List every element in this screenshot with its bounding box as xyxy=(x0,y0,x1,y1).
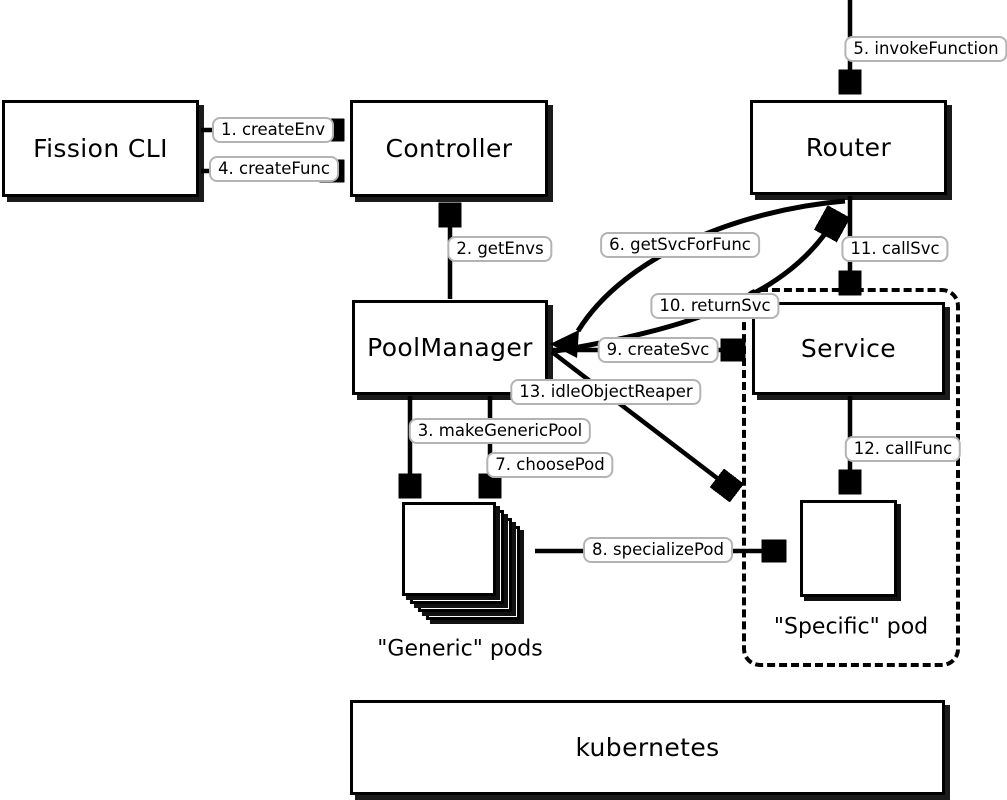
edge-label-specialize-pod: 8. specializePod xyxy=(583,537,733,563)
edge-label-invoke-function: 5. invokeFunction xyxy=(844,36,1007,62)
node-router: Router xyxy=(750,100,947,195)
edge-label-idle-object-reaper: 13. idleObjectReaper xyxy=(510,379,702,405)
node-kubernetes: kubernetes xyxy=(350,700,945,795)
node-service-label: Service xyxy=(800,334,897,363)
generic-pods-caption: "Generic" pods xyxy=(377,636,543,662)
specific-pod-box xyxy=(800,500,897,597)
node-controller-label: Controller xyxy=(385,134,513,163)
node-controller: Controller xyxy=(350,100,548,197)
edge-label-create-env: 1. createEnv xyxy=(211,117,335,143)
node-service: Service xyxy=(752,302,945,395)
edge-label-choose-pod: 7. choosePod xyxy=(486,452,614,478)
arrow-idle-object-reaper xyxy=(550,350,734,491)
edge-label-create-svc: 9. createSvc xyxy=(597,337,719,363)
edge-label-get-svc-for-func: 6. getSvcForFunc xyxy=(600,232,760,258)
node-fission-cli-label: Fission CLI xyxy=(33,134,168,163)
node-poolmanager-label: PoolManager xyxy=(367,333,533,362)
edge-label-get-envs: 2. getEnvs xyxy=(447,236,553,262)
edge-label-make-generic-pool: 3. makeGenericPool xyxy=(408,418,592,444)
edge-label-create-func: 4. createFunc xyxy=(209,156,339,182)
edge-label-call-svc: 11. callSvc xyxy=(841,236,949,262)
edge-label-call-func: 12. callFunc xyxy=(844,436,962,462)
node-fission-cli: Fission CLI xyxy=(2,100,199,197)
edge-label-return-svc: 10. returnSvc xyxy=(650,293,780,319)
arrowhead-poolmanager-hub xyxy=(550,330,579,358)
node-kubernetes-label: kubernetes xyxy=(575,733,720,762)
generic-pod-front xyxy=(402,502,496,596)
node-router-label: Router xyxy=(805,133,892,162)
specific-pod-caption: "Specific" pod xyxy=(773,614,929,640)
